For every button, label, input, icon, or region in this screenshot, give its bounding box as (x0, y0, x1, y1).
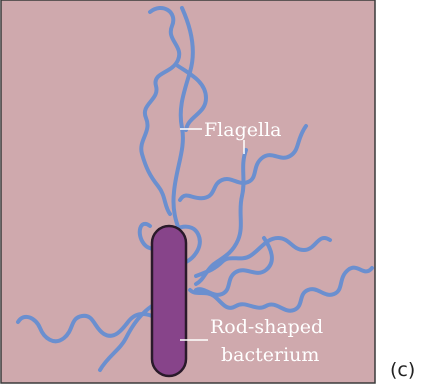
rod-shaped-bacterium (152, 226, 186, 376)
bacterium-label-line1: Rod-shaped (210, 316, 323, 338)
panel-label: (c) (390, 359, 415, 381)
bacterium-label-line2: bacterium (221, 344, 319, 366)
flagella-label: Flagella (204, 119, 281, 141)
